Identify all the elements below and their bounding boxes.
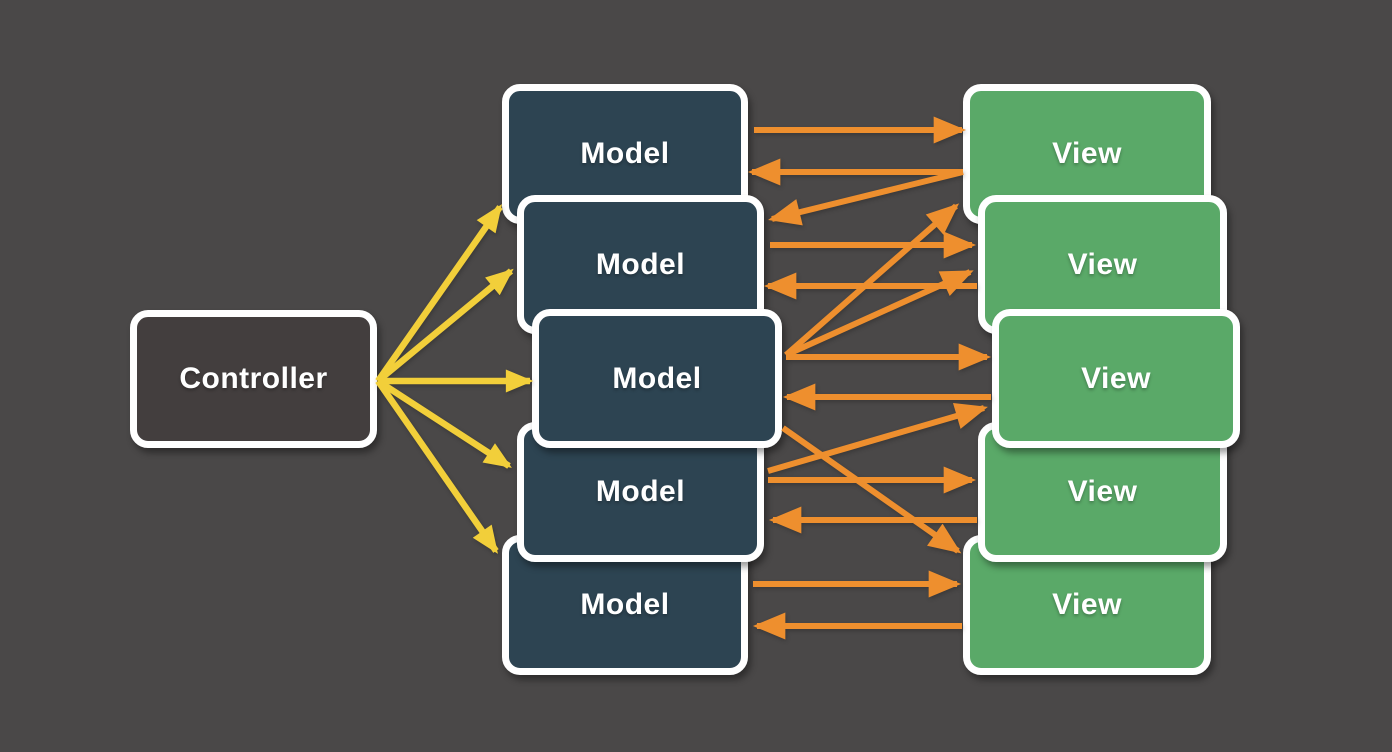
arrow-controller-to-model-1 — [375, 204, 503, 383]
node-model-3: Model — [532, 309, 782, 448]
arrow-controller-to-model-4 — [376, 378, 512, 469]
model-1-label: Model — [580, 137, 670, 170]
arrow-model-3-to-view-5 — [781, 425, 962, 554]
arrow-model-3-to-view-2 — [784, 269, 974, 358]
view-2-label: View — [1067, 247, 1138, 281]
arrow-model-3-to-view-1 — [784, 203, 960, 358]
view-4-label: View — [1067, 475, 1138, 508]
model-4-label: Model — [595, 475, 686, 508]
node-controller: Controller — [130, 310, 377, 448]
node-view-3: View — [992, 309, 1240, 448]
arrow-model-4-to-view-3 — [767, 402, 988, 474]
controller-label: Controller — [179, 362, 328, 395]
arrow-controller-to-model-5 — [375, 379, 499, 554]
arrow-controller-to-model-2 — [375, 268, 514, 384]
model-3-label: Model — [612, 361, 702, 395]
model-5-label: Model — [580, 588, 670, 621]
view-5-label: View — [1052, 588, 1122, 621]
view-3-label: View — [1081, 361, 1151, 395]
arrow-view-1-to-model-2 — [768, 169, 964, 226]
view-1-label: View — [1052, 137, 1122, 170]
model-2-label: Model — [595, 247, 686, 281]
